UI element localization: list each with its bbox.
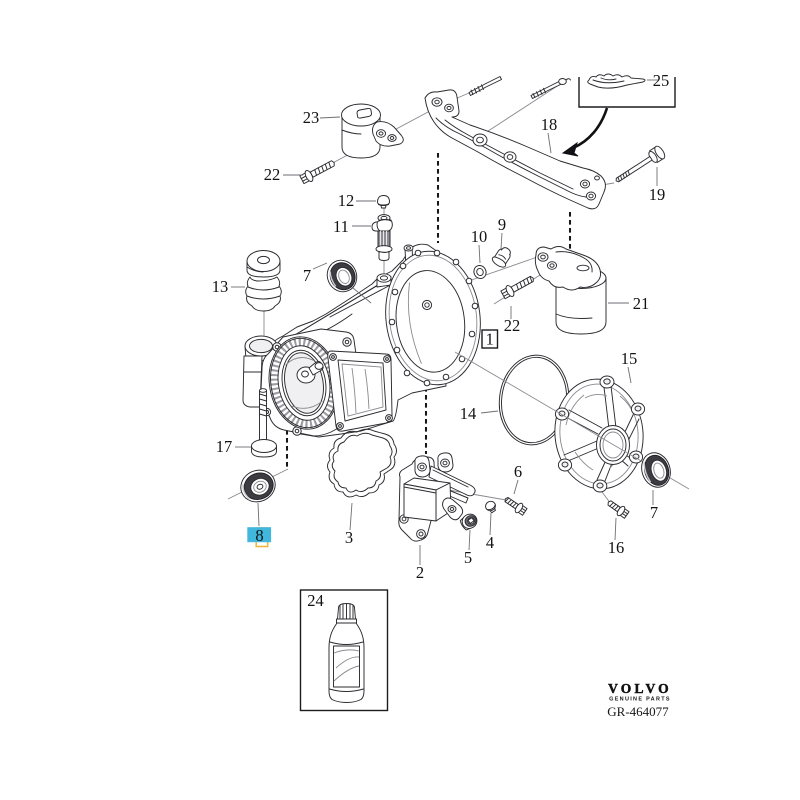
callout-21[interactable]: 21 <box>633 294 650 313</box>
callout-22-upper[interactable]: 22 <box>264 165 281 184</box>
callout-25[interactable]: 25 <box>653 71 670 90</box>
cover-bolt-bosses <box>554 375 646 493</box>
callout-7-right[interactable]: 7 <box>650 503 658 522</box>
part-22-flange-bolt-lower <box>500 275 534 300</box>
part-7-seal-left <box>326 259 358 293</box>
part-8-seal <box>240 469 276 503</box>
part-12-breather-cap <box>377 195 390 209</box>
part-15-rear-cover <box>554 375 646 493</box>
part-7-seal-right <box>641 452 671 488</box>
part-13-bump-stop <box>245 250 282 312</box>
callout-12[interactable]: 12 <box>338 191 355 210</box>
highlight-selected-callout <box>247 527 272 548</box>
inset-box-25 <box>578 73 676 108</box>
part-24-oil-bottle <box>328 603 365 703</box>
part-9-oil-plug <box>491 247 511 268</box>
callout-1-label[interactable]: 1 <box>486 330 494 349</box>
inset-box-24: 24 <box>299 589 389 712</box>
callout-5[interactable]: 5 <box>464 548 472 567</box>
housing-left-lug <box>242 355 263 408</box>
callout-16[interactable]: 16 <box>608 538 625 557</box>
callout-10[interactable]: 10 <box>471 227 488 246</box>
callout-15[interactable]: 15 <box>621 349 638 368</box>
part-23-mount-bushing <box>341 103 404 159</box>
dashed-relation-lines <box>285 153 572 468</box>
callout-8[interactable]: 8 <box>255 526 263 545</box>
part-4-cap <box>485 500 496 514</box>
part-17-stud <box>251 388 277 458</box>
part-5-socket-plug <box>459 513 478 531</box>
brand-block: VOLVO GENUINE PARTS GR-464077 <box>607 681 672 719</box>
callout-4[interactable]: 4 <box>486 533 494 552</box>
callout-13[interactable]: 13 <box>212 277 229 296</box>
part-19-long-bolt <box>615 145 666 183</box>
highlight-fill <box>247 527 272 543</box>
part-11-breather-valve <box>371 214 393 261</box>
callout-14[interactable]: 14 <box>460 404 477 423</box>
callout-7-left[interactable]: 7 <box>303 266 311 285</box>
callout-11[interactable]: 11 <box>333 217 349 236</box>
part-21-mount-bushing <box>534 246 607 335</box>
part-10-sealing-washer <box>473 265 487 279</box>
part-differential-housing <box>242 243 481 438</box>
part-3-gasket <box>327 428 397 498</box>
callout-17[interactable]: 17 <box>216 437 233 456</box>
callout-1[interactable]: 1 <box>481 329 499 349</box>
callout-23[interactable]: 23 <box>303 108 320 127</box>
callout-24-label[interactable]: 24 <box>307 591 324 610</box>
callout-labels: 23 22 12 11 13 7 18 25 19 10 9 22 21 14 … <box>212 71 670 582</box>
callout-3[interactable]: 3 <box>345 528 353 547</box>
part-18-stud-b <box>530 78 571 99</box>
drawing-number: GR-464077 <box>607 704 669 719</box>
callout-18[interactable]: 18 <box>541 115 558 134</box>
callout-6[interactable]: 6 <box>514 462 522 481</box>
housing-actuator-face <box>327 350 393 432</box>
flange-bolt-holes <box>388 249 479 387</box>
part-16-cover-bolt <box>607 500 630 519</box>
brand-logo: VOLVO <box>608 681 672 696</box>
part-22-flange-bolt-upper <box>299 160 335 185</box>
callout-9[interactable]: 9 <box>498 215 506 234</box>
part-2-actuator-unit <box>398 452 476 542</box>
inset-arrow <box>561 107 609 157</box>
leader-lines <box>231 116 658 565</box>
brand-tagline: GENUINE PARTS <box>609 697 671 703</box>
part-25-clip <box>587 73 646 89</box>
part-6-bolt <box>504 496 528 516</box>
callout-2[interactable]: 2 <box>416 563 424 582</box>
callout-19[interactable]: 19 <box>649 185 666 204</box>
callout-22-lower[interactable]: 22 <box>504 316 521 335</box>
part-18-support-bracket <box>424 89 606 210</box>
housing-rear-flange <box>385 250 481 386</box>
part-18-stud-a <box>468 76 502 96</box>
